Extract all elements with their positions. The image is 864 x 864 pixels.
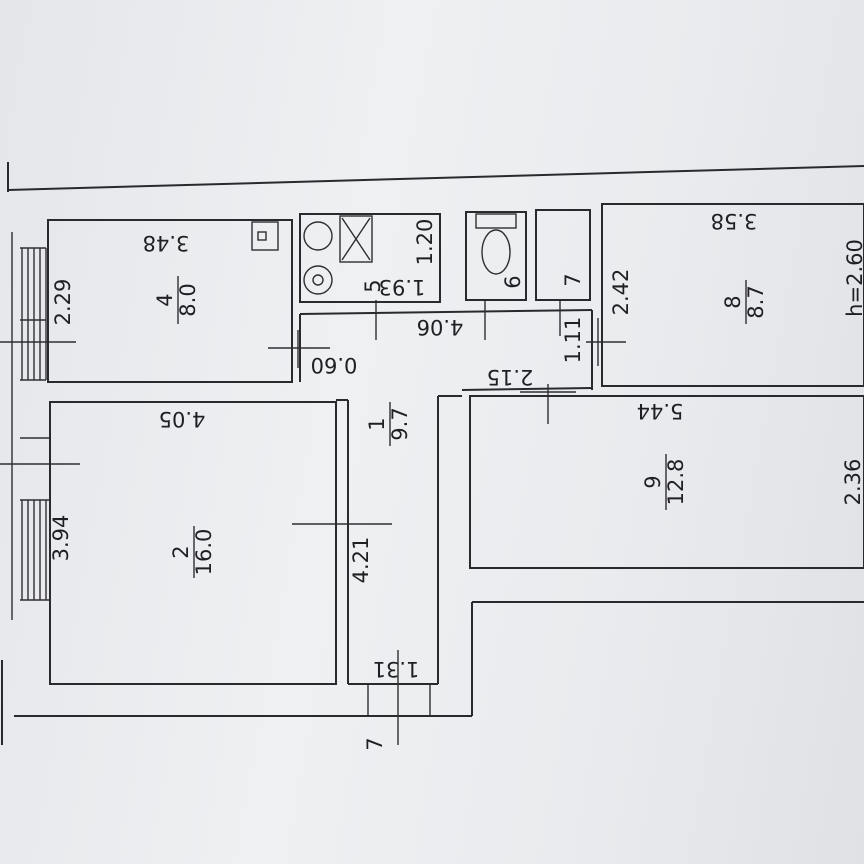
dim-hall-end: 1.11	[561, 317, 585, 364]
dim-bath-width: 1.93	[379, 275, 426, 299]
dim-corridor-bottom: 1.31	[373, 657, 420, 681]
shower-tray-icon	[339, 215, 373, 263]
entrance-marker: 7	[363, 737, 387, 750]
room-2-area: 16.0	[192, 529, 216, 576]
room-5-bathroom	[299, 213, 441, 303]
room-2-number: 2	[169, 545, 193, 558]
stove-burner-icon	[257, 231, 267, 241]
washbasin-icon	[303, 221, 333, 251]
room-6-toilet	[465, 211, 527, 301]
dim-room8-top: 3.58	[711, 209, 758, 233]
dim-room9-side: 2.36	[841, 459, 864, 506]
room-labels: 4 8.0 2 16.0 1 9.7 5 6 7 8 8.7 9 12.8	[153, 273, 768, 578]
room-8-number: 8	[721, 295, 745, 308]
room-4-number: 4	[153, 293, 177, 306]
toilet-tank-icon	[475, 213, 517, 229]
dimension-labels: 3.48 2.29 4.05 3.94 4.21 0.60 1.31 7 4.0…	[49, 209, 864, 751]
room-8	[601, 203, 864, 387]
dim-corridor-opening: 0.60	[311, 353, 358, 377]
dim-room2-top: 4.05	[159, 407, 206, 431]
room-4	[47, 219, 293, 383]
dim-room4-side: 2.29	[51, 279, 75, 326]
dim-hall-length: 4.06	[417, 315, 464, 339]
room-7-number: 7	[561, 273, 585, 286]
room-4-area: 8.0	[176, 283, 200, 316]
room-9-area: 12.8	[664, 459, 688, 506]
corridor	[268, 300, 626, 745]
dim-room9-top: 5.44	[637, 399, 684, 423]
dim-corridor-width: 4.21	[349, 537, 373, 584]
room-5-number: 5	[361, 279, 385, 292]
dim-room8-side: 2.42	[609, 269, 633, 316]
ceiling-height-label: h=2.60	[843, 239, 864, 317]
outer-walls	[1, 162, 864, 745]
room-1-area: 9.7	[388, 407, 412, 440]
washing-machine-icon	[303, 265, 333, 295]
dim-bath-height: 1.20	[413, 219, 437, 266]
room-2	[49, 401, 337, 685]
stove-icon	[251, 221, 279, 251]
room-7-closet	[535, 209, 591, 301]
room-9	[469, 395, 864, 569]
toilet-bowl-icon	[481, 229, 511, 275]
room-6-number: 6	[501, 275, 525, 288]
room-9-number: 9	[641, 475, 665, 488]
dim-room4-top: 3.48	[143, 231, 190, 255]
staircase	[0, 232, 80, 620]
dim-room2-side: 3.94	[49, 515, 73, 562]
dim-hall-step: 2.15	[487, 365, 534, 389]
room-1-number: 1	[365, 417, 389, 430]
room-8-area: 8.7	[744, 285, 768, 318]
